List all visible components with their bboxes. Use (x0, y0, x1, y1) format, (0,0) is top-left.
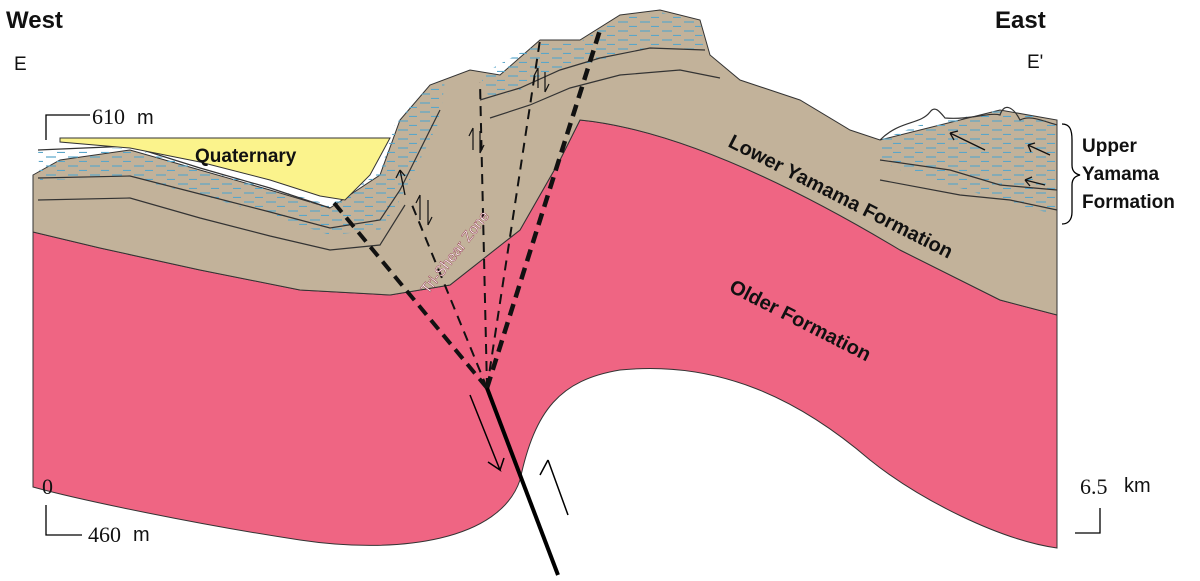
west-label: West (6, 7, 63, 34)
quaternary-label: Quaternary (195, 146, 297, 167)
east-surface-folds (879, 106, 1058, 141)
offset-arrows-icon (415, 67, 550, 226)
trishear-fan-lines (328, 29, 603, 390)
top-elevation-unit: m (137, 107, 154, 129)
upper-yamama-label-line2: Yamama (1082, 164, 1160, 185)
fault-arrow-right-icon (539, 459, 569, 516)
section-start-label: E (14, 54, 27, 75)
distance-unit: km (1124, 475, 1151, 497)
bottom-elevation-unit: m (133, 524, 150, 546)
distance-value: 6.5 (1080, 474, 1108, 499)
section-end-label: E' (1027, 52, 1043, 73)
east-flow-arrows-icon (395, 130, 1051, 196)
upper-yamama-brace (1061, 123, 1081, 225)
upper-yamama-label-line3: Formation (1082, 192, 1175, 213)
quaternary-unit (59, 137, 391, 201)
origin-label: 0 (42, 474, 53, 499)
upper-yamama-label-line1: Upper (1082, 136, 1138, 157)
top-elevation-value: 610 (92, 104, 125, 129)
fault-arrow-left-icon (469, 394, 505, 472)
east-label: East (995, 7, 1046, 34)
bedding-lines (37, 47, 1058, 251)
main-thrust-fault (485, 387, 560, 576)
upper-yamama-band-east (880, 110, 1057, 215)
bottom-elevation-value: 460 (88, 522, 121, 547)
scale-brackets (45, 114, 1101, 536)
upper-yamama-band-west (38, 80, 445, 235)
